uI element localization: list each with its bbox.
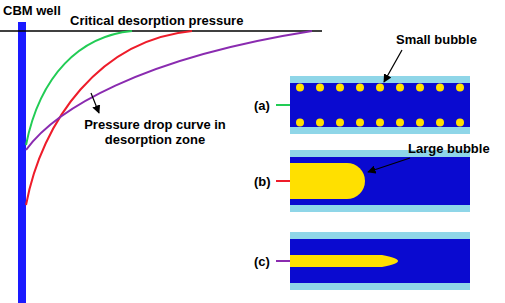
plate <box>290 232 470 239</box>
green-key-line <box>276 104 290 106</box>
plate <box>290 205 470 212</box>
purple-curve <box>26 31 312 150</box>
curve-label: Pressure drop curve in desorption zone <box>80 117 230 147</box>
bubble-label: Large bubble <box>408 141 490 156</box>
well-label: CBM well <box>3 3 61 18</box>
red-key-line <box>276 180 290 182</box>
panel-letter: (b) <box>254 174 271 189</box>
leader-arrow <box>368 158 410 172</box>
large-bubble <box>290 163 365 199</box>
plate <box>290 127 470 134</box>
critical-pressure-line <box>0 30 322 32</box>
purple-key-line <box>276 260 290 262</box>
elongated-bubble <box>290 255 398 267</box>
well-bar <box>18 22 26 303</box>
plate <box>290 283 470 290</box>
plate <box>290 76 470 83</box>
leader-arrow <box>384 50 402 82</box>
panel-letter: (a) <box>254 98 270 113</box>
channel <box>290 239 470 283</box>
pressure-label: Critical desorption pressure <box>70 13 243 28</box>
small-bubbles <box>296 84 464 127</box>
bubble-label: Small bubble <box>396 32 477 47</box>
channel <box>290 83 470 127</box>
leader-arrow <box>91 93 99 113</box>
channel <box>290 157 470 205</box>
panel-letter: (c) <box>254 254 270 269</box>
